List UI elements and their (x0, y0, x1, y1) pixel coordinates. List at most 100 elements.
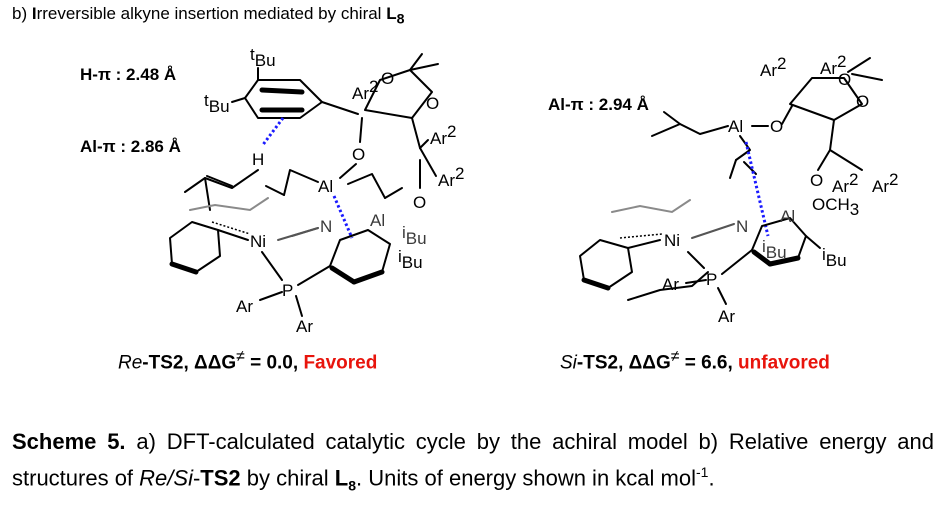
top-aryl-front-edge (259, 87, 305, 95)
heading-ligand-sub: 8 (396, 11, 405, 28)
phosphorus-atom-si: P (706, 270, 717, 289)
isobutyl-al-2 (347, 173, 386, 199)
re-ts2-label: Re-TS2, ΔΔG≠ = 0.0, Favored (118, 348, 377, 374)
ibu-label-si-1: iBu (762, 237, 787, 262)
al-pi-distance-label: Al-π : 2.86 Å (80, 137, 181, 156)
right-aryl-front-si (751, 249, 773, 267)
re-energy-sup: ≠ (236, 348, 245, 365)
ar2-a-label: Ar2 (760, 54, 786, 80)
nickel-atom-si: Ni (664, 231, 680, 250)
caption-dash: - (192, 465, 201, 491)
dioxolane-to-cq-bond (411, 117, 421, 149)
transition-state-structures: H-π : 2.48 Å Al-π : 2.86 Å tBu tBu H Ar2… (80, 45, 898, 336)
h-pi-distance-label: H-π : 2.48 Å (80, 65, 176, 84)
ar2-c-label: Ar2 (832, 170, 858, 196)
si-verdict: unfavored (738, 352, 830, 374)
caption-part1: a) DFT-calculated catalytic cycle by the… (12, 429, 934, 491)
cq-ar-bond (419, 147, 437, 177)
si-prefix: Si (560, 352, 577, 374)
re-energy-value: = 0.0, (244, 352, 304, 374)
gem-dimethyl-1 (409, 53, 423, 71)
o-c-bond-si (781, 105, 793, 125)
gem-dimethyl-si-1 (847, 57, 871, 73)
ar2-d-label: Ar2 (872, 170, 898, 196)
caption-ligand-sub: 8 (348, 477, 357, 494)
och3-label: OCH3 (812, 195, 859, 219)
cq-ar-bond-2 (419, 139, 429, 149)
dioxolane-o-2-si: O (856, 92, 869, 111)
cq-o-bond-si (817, 149, 831, 171)
nitrile-n: N (320, 217, 332, 236)
caption-end: . (708, 465, 715, 491)
hydride-atom: H (252, 150, 264, 169)
re-ts-name: -TS2, (142, 352, 195, 374)
tbu-left-label: tBu (204, 91, 230, 116)
si-ts2-structure: Al-π : 2.94 Å Ar2 Ar2 O O Al O O Ar2 Ar2… (548, 52, 898, 326)
carbinol-o-bond (359, 117, 363, 143)
lower-alkenyl-si (627, 271, 709, 301)
tbu-bond-left (231, 97, 246, 103)
aluminum-atom-si: Al (728, 117, 743, 136)
aluminum-atom: Al (318, 177, 333, 196)
p-ar-left-bond (259, 291, 283, 301)
nitrile-n-si: N (736, 217, 748, 236)
cq-bond-si (829, 119, 835, 151)
si-energy-value: = 6.6, (679, 352, 739, 374)
phenyl-ni-agostic (211, 221, 251, 235)
dioxolane-o-1-si: O (838, 70, 851, 89)
p-ar-left-si: Ar (662, 275, 679, 294)
heading-text: rreversible alkyne insertion mediated by… (36, 4, 387, 23)
si-ts2-label: Si-TS2, ΔΔG≠ = 6.6, unfavored (560, 348, 830, 374)
phenyl-ni-bond-si (627, 239, 661, 249)
al-pi-distance-label-si: Al-π : 2.94 Å (548, 95, 649, 114)
caption-exp: -1 (695, 464, 709, 480)
heading-ligand: L (386, 4, 397, 23)
isobutyl-si-2 (735, 135, 751, 161)
isobutyl-branch-1 (265, 185, 285, 196)
dioxolane-ring (364, 69, 433, 119)
p-ar-bottom-si: Ar (718, 307, 735, 326)
alkenyl-double (206, 175, 233, 187)
figure-heading: b) Irreversible alkyne insertion mediate… (12, 4, 404, 27)
p-ar-left-bond-si (685, 279, 707, 284)
p-ar-bottom-bond-si (717, 287, 727, 305)
left-phenyl-front (169, 261, 199, 275)
dioxolane-o-right: O (426, 94, 439, 113)
ar2-b-label: Ar2 (820, 52, 846, 78)
ar2-right2-label: Ar2 (438, 164, 464, 190)
ar2-right-label: Ar2 (430, 122, 456, 148)
nickel-atom: Ni (250, 232, 266, 251)
phenyl-ni-bond (217, 229, 249, 241)
caption-scheme-number: Scheme 5. (12, 429, 126, 454)
right-aryl-front-si-2 (767, 255, 801, 267)
nitrile-triple-1 (291, 227, 319, 237)
ibu-label-2: iBu (398, 247, 423, 272)
aluminum-partial-si: Al (780, 207, 795, 226)
p-ar-left: Ar (236, 297, 253, 316)
scheme-caption: Scheme 5. a) DFT-calculated catalytic cy… (12, 426, 934, 502)
p-aryl-bond (297, 265, 331, 286)
si-energy-symbol: ΔΔG (628, 352, 671, 374)
alkoxide-o-si: O (770, 117, 783, 136)
al-pi-interaction (332, 195, 354, 239)
re-ts2-structure: H-π : 2.48 Å Al-π : 2.86 Å tBu tBu H Ar2… (80, 45, 464, 336)
coordinated-alkyne-si (611, 199, 691, 214)
si-ts-name: -TS2, (576, 352, 629, 374)
dioxolane-ring-si (789, 77, 863, 121)
isobutyl-si-1 (651, 123, 729, 137)
ni-p-bond-si (687, 251, 705, 269)
p-aryl-bond-si (721, 249, 753, 275)
p-ar-bottom: Ar (296, 317, 313, 336)
coordinated-alkyne (189, 197, 269, 212)
phenyl-ni-agostic-si (619, 233, 663, 239)
alkenyl-to-ni (204, 177, 211, 211)
caption-part3: . Units of energy shown in kcal mol (356, 465, 696, 491)
cq-ar-bond-si (829, 149, 863, 171)
ni-nitrile-bond-si (691, 223, 735, 239)
aryl-to-carbinol-bond (321, 101, 359, 115)
isobutyl-al-1 (283, 169, 319, 196)
caption-ligand: L (334, 465, 349, 491)
al-pi-interaction-si (744, 141, 770, 237)
aluminum-partial: Al (370, 211, 385, 230)
alkoxide-o: O (352, 145, 365, 164)
